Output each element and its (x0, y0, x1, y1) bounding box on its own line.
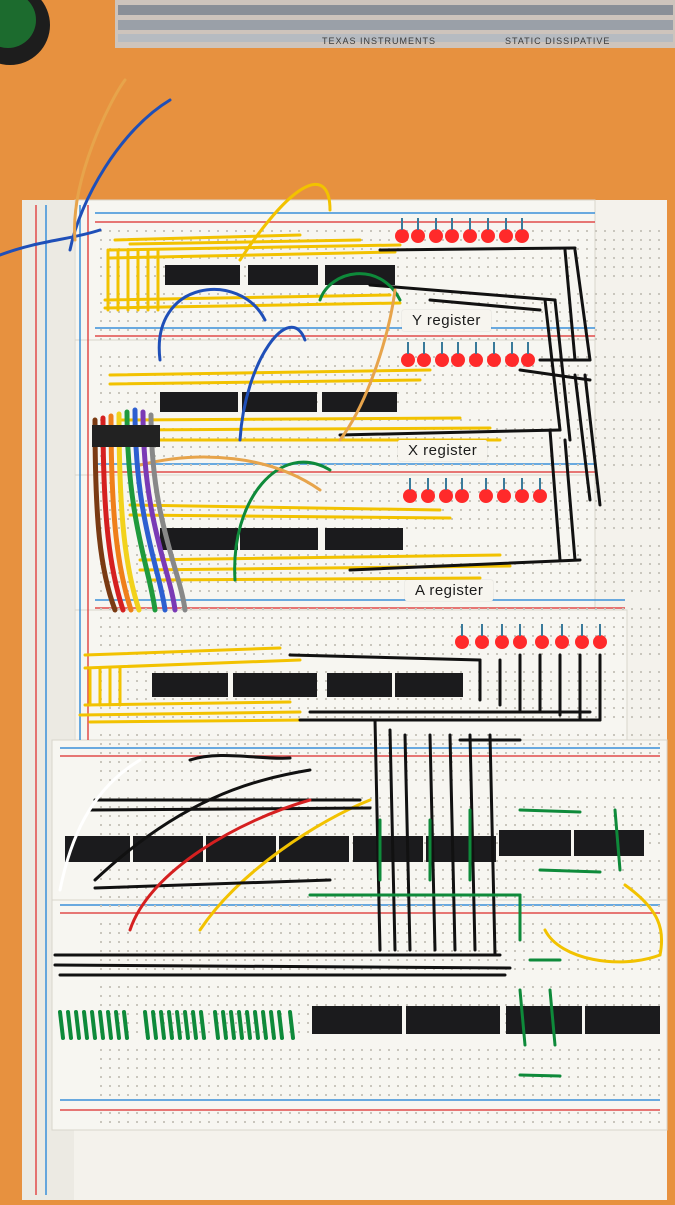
led (403, 489, 417, 503)
led (515, 229, 529, 243)
ic-chip (165, 265, 240, 285)
led (417, 353, 431, 367)
led (469, 353, 483, 367)
ribbon-connector (92, 425, 160, 447)
led (513, 635, 527, 649)
led (445, 229, 459, 243)
led (521, 353, 535, 367)
ic-chip (395, 673, 463, 697)
led (429, 229, 443, 243)
tray-note-text: STATIC DISSIPATIVE (505, 36, 610, 46)
led (401, 353, 415, 367)
led (533, 489, 547, 503)
ic-chip (406, 1006, 500, 1034)
ic-chip (426, 836, 496, 862)
led (411, 229, 425, 243)
led (395, 229, 409, 243)
ic-chip (240, 528, 318, 550)
led (575, 635, 589, 649)
ic-chip (233, 673, 317, 697)
led (495, 635, 509, 649)
ic-chip (160, 528, 238, 550)
ic-chip (574, 830, 644, 856)
led (455, 489, 469, 503)
led (479, 489, 493, 503)
led (497, 489, 511, 503)
ic-chip (152, 673, 228, 697)
ic-chip (325, 528, 403, 550)
led (487, 353, 501, 367)
ic-chip (327, 673, 392, 697)
ic-chip (242, 392, 317, 412)
ic-chip (279, 836, 349, 862)
led (505, 353, 519, 367)
ic-chip (312, 1006, 402, 1034)
led (499, 229, 513, 243)
led (515, 489, 529, 503)
led (463, 229, 477, 243)
led (593, 635, 607, 649)
ic-chip (499, 830, 571, 856)
led (439, 489, 453, 503)
ic-chip (506, 1006, 582, 1034)
ic-chip (585, 1006, 660, 1034)
a-register-label: A register (405, 580, 493, 601)
ic-chip (353, 836, 423, 862)
led (535, 635, 549, 649)
led (451, 353, 465, 367)
y-register-label: Y register (402, 310, 491, 331)
led (475, 635, 489, 649)
x-register-label: X register (398, 440, 487, 461)
ic-chip (160, 392, 238, 412)
led (455, 635, 469, 649)
ic-chip (248, 265, 318, 285)
led (555, 635, 569, 649)
tray-brand-text: TEXAS INSTRUMENTS (322, 36, 436, 46)
led (421, 489, 435, 503)
led (435, 353, 449, 367)
led (481, 229, 495, 243)
